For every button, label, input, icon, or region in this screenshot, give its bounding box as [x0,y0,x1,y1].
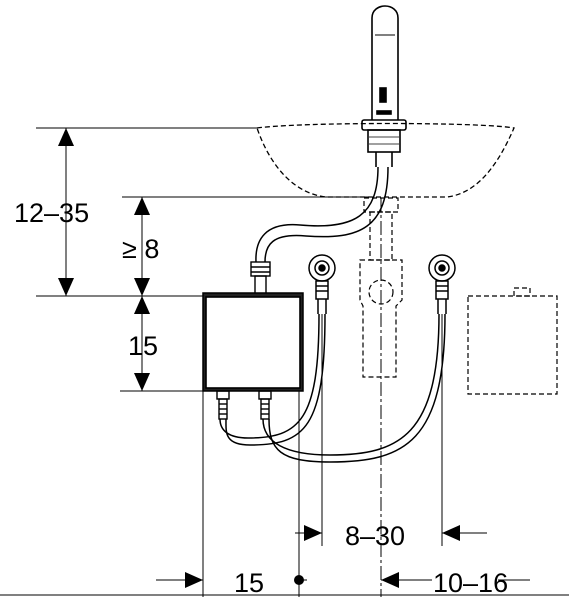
box-fittings [216,390,272,420]
hose-connector [250,261,271,295]
angle-valve-left [308,254,336,314]
angle-valve-right [428,254,456,314]
faucet-hose [255,166,389,263]
dimension-arrows [58,128,460,588]
dim-basin-height-label: 12–35 [14,198,89,228]
dim-min-clearance-label: ≥ 8 [122,234,159,264]
dim-valve-spacing-label: 8–30 [345,521,405,551]
faucet [361,5,407,167]
control-box [202,292,304,392]
dim-right-offset-label: 10–16 [433,568,508,597]
wash-basin [256,122,515,198]
supply-hoses [219,313,446,463]
dim-box-height-label: 15 [128,331,158,361]
dim-box-width-label: 15 [234,568,264,597]
right-box-outline [467,287,558,395]
